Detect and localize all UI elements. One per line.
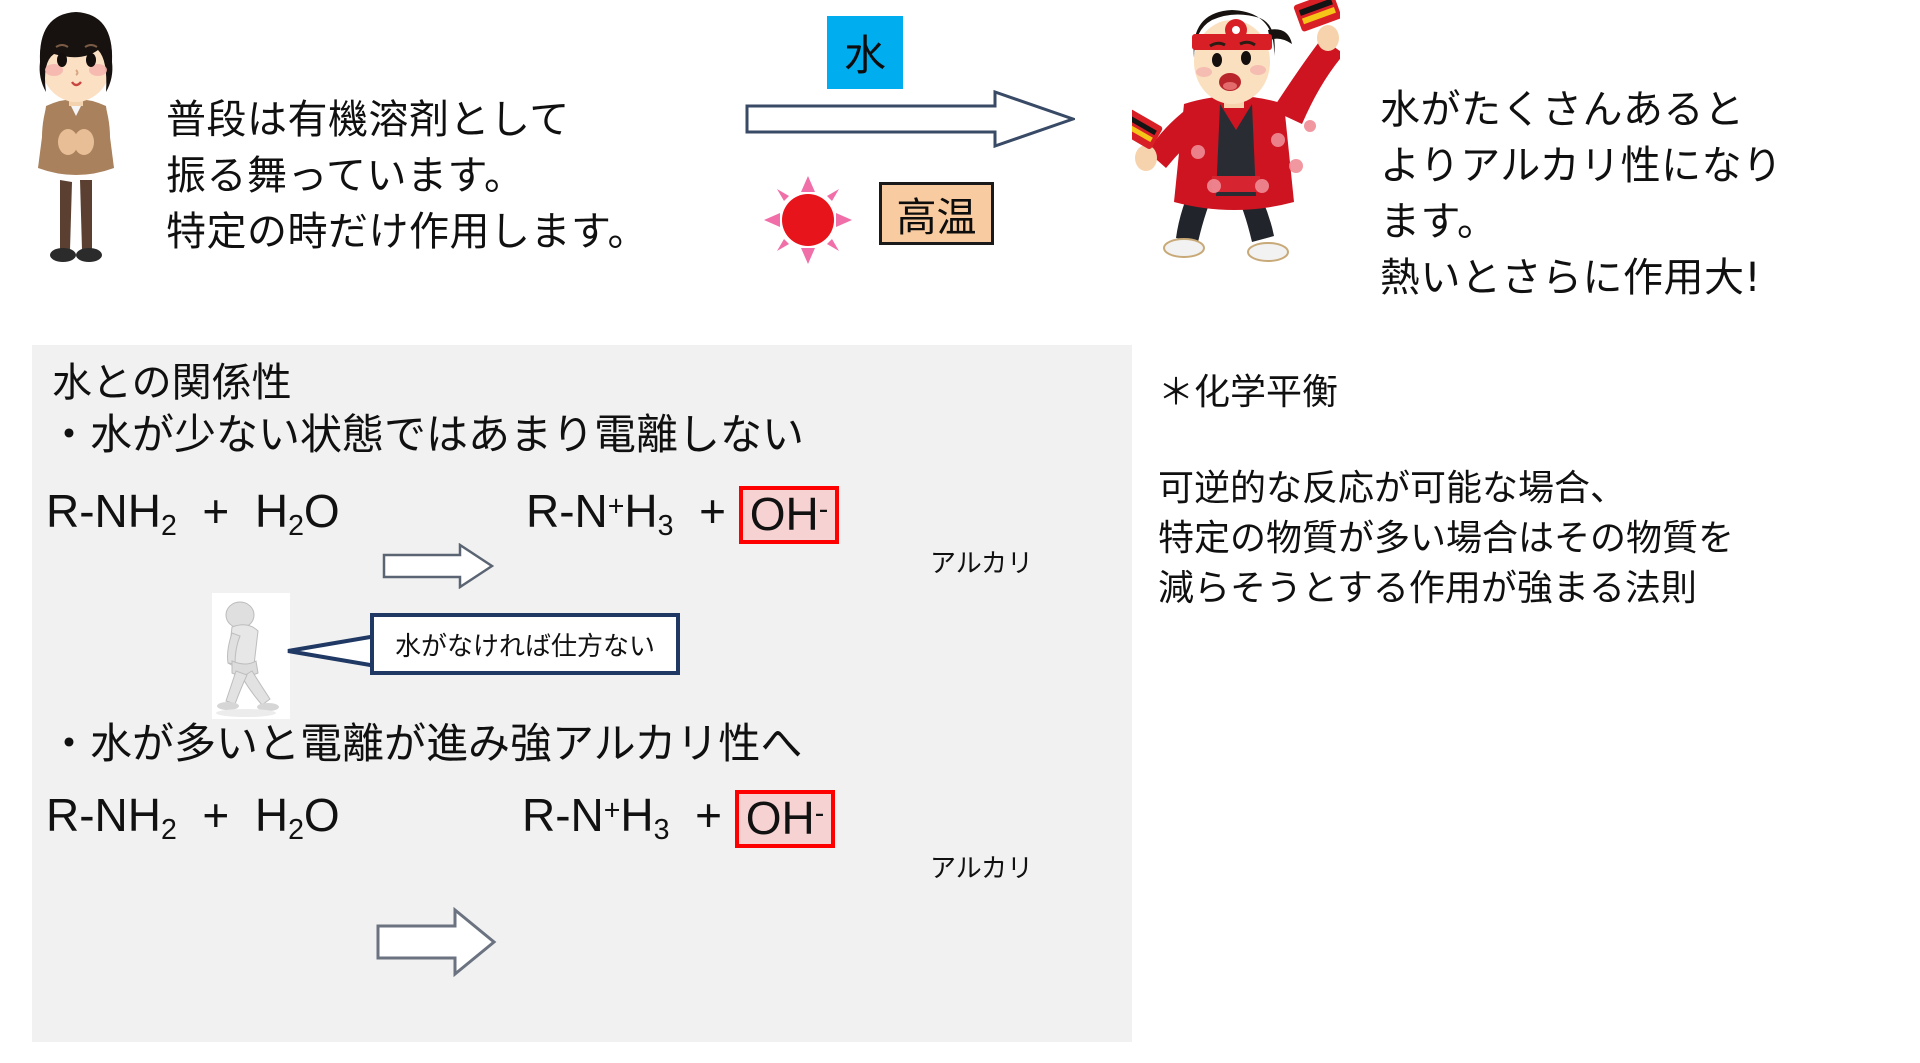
panel-bullet-low-water: ・水が少ない状態ではあまり電離しない [48, 410, 805, 459]
water-chip-label: 水 [843, 31, 886, 80]
speech-bubble-tail [287, 634, 378, 668]
heat-chip: 高温 [879, 182, 994, 245]
water-relationship-panel: 水との関係性 ・水が少ない状態ではあまり電離しない R-NH2 + H2O R-… [32, 345, 1132, 1042]
panel-bullet-high-water: ・水が多いと電離が進み強アルカリ性へ [48, 719, 803, 768]
heat-chip-label: 高温 [896, 194, 977, 241]
walking-figure-illustration [212, 593, 290, 719]
equation-1-reactants: R-NH2 + H2O [46, 485, 340, 542]
oh-highlight-box: OH- [738, 485, 840, 544]
chemical-equilibrium-note: ＊化学平衡 可逆的な反応が可能な場合、 特定の物質が多い場合はその物質を 減らそ… [1158, 370, 1918, 614]
right-arrow-icon [745, 90, 1075, 148]
speech-bubble: 水がなければ仕方ない [370, 613, 680, 675]
left-caption-text: 普段は有機溶剤として 振る舞っています。 特定の時だけ作用します。 [166, 97, 648, 255]
small-right-arrow-icon [382, 543, 494, 589]
alkali-label-1: アルカリ [930, 549, 1033, 579]
speech-bubble-text: 水がなければ仕方ない [394, 631, 655, 662]
sun-icon [764, 176, 852, 264]
festival-dancer-illustration [1132, 0, 1340, 262]
water-chip: 水 [827, 16, 903, 89]
quiet-woman-illustration [38, 12, 114, 262]
right-caption-text: 水がたくさんあると よりアルカリ性になり ます。 熱いとさらに作用大! [1380, 87, 1783, 301]
equation-1-products: R-N+H3 + OH- [526, 484, 840, 544]
panel-heading: 水との関係性 [52, 360, 292, 406]
equation-2-products: R-N+H3 + OH- [522, 788, 836, 848]
chemical-equilibrium-title: ＊化学平衡 [1158, 372, 1339, 413]
equation-2-reactants: R-NH2 + H2O [46, 789, 340, 846]
chemical-equilibrium-body: 可逆的な反応が可能な場合、 特定の物質が多い場合はその物質を 減らそうとする作用… [1158, 468, 1735, 609]
oh-highlight-box: OH- [734, 789, 836, 848]
large-right-arrow-icon [376, 907, 497, 977]
alkali-label-2: アルカリ [930, 854, 1033, 884]
